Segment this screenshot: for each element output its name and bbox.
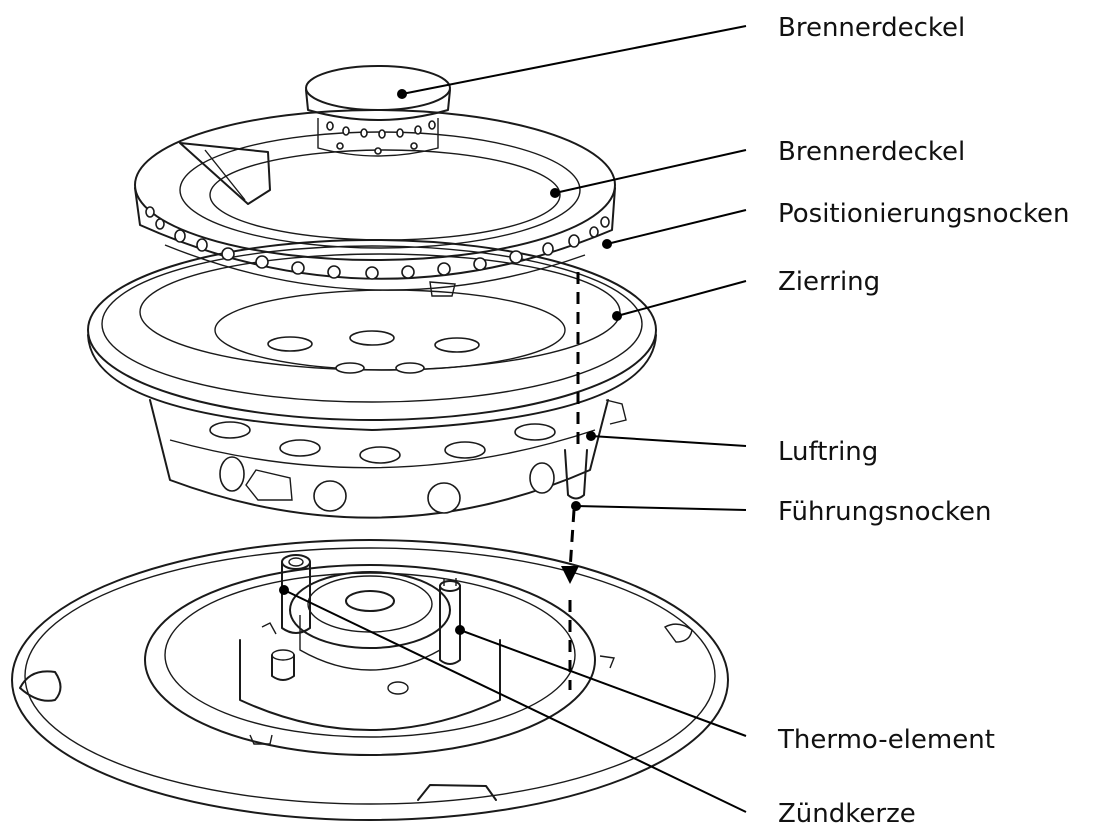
label-burner-crown: Brennerdeckel [778, 137, 965, 167]
thermo-element-post [439, 578, 461, 665]
label-positioning-cam: Positionierungsnocken [778, 199, 1069, 229]
burner-cap [305, 65, 451, 157]
label-guide-cam: Führungsnocken [778, 497, 991, 527]
label-spark-plug: Zündkerze [778, 799, 916, 829]
label-trim-ring: Zierring [778, 267, 880, 297]
label-thermo-element: Thermo-element [777, 725, 995, 755]
base-plate [11, 539, 729, 821]
burner-crown [134, 109, 616, 297]
labels: Brennerdeckel Brennerdeckel Positionieru… [777, 13, 1069, 829]
leader-lines [279, 25, 747, 813]
assembly-guide-arrow [561, 272, 580, 690]
label-burner-cap: Brennerdeckel [778, 13, 965, 43]
trim-ring [87, 239, 657, 431]
spark-plug-post [271, 554, 311, 681]
label-air-ring: Luftring [778, 437, 878, 467]
air-ring [149, 399, 627, 519]
